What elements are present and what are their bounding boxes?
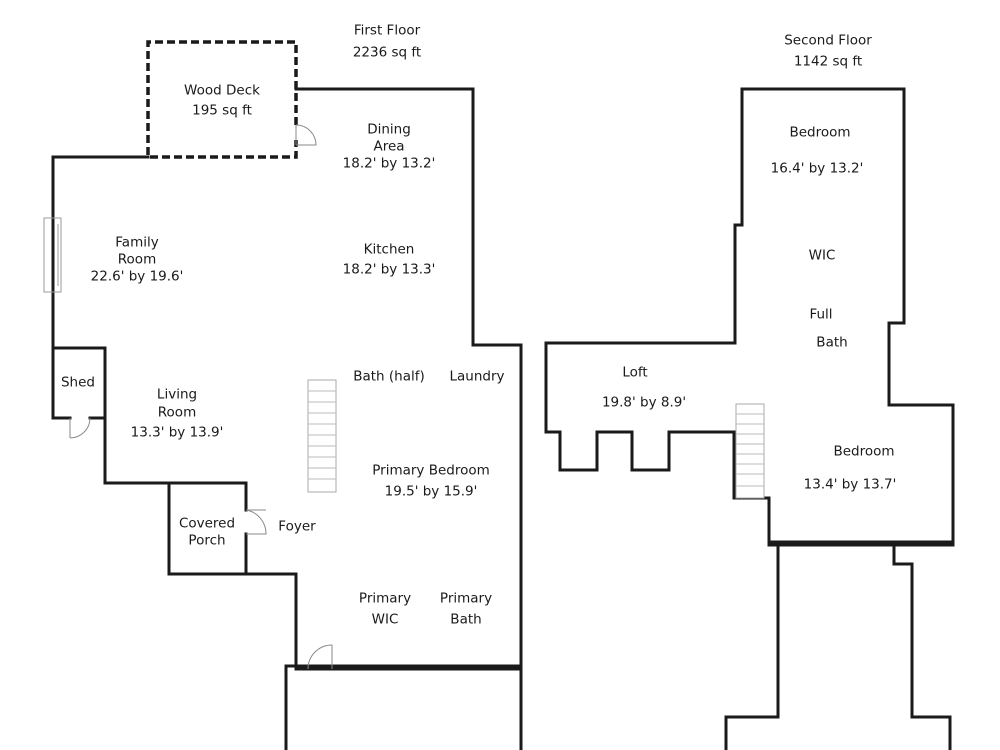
first-floor-outline — [244, 87, 523, 671]
primary-bath-label-line2: Bath — [450, 611, 482, 628]
primary-bath-label-line1: Primary — [439, 590, 493, 607]
covered-porch-wall — [167, 481, 248, 576]
living-room-south-wall — [103, 416, 248, 512]
family-room-label-line2: Room — [117, 251, 157, 268]
kitchen-label: Kitchen — [363, 241, 415, 258]
second-bedroom-dimensions: 13.4' by 13.7' — [803, 476, 897, 493]
wood-deck-label: Wood Deck — [184, 82, 260, 99]
kitchen-dimensions: 18.2' by 13.3' — [342, 261, 436, 278]
family-room-dimensions: 22.6' by 19.6' — [90, 268, 184, 285]
covered-porch-label-line2: Porch — [188, 532, 226, 549]
first-floor-title: First Floor — [353, 22, 421, 39]
loft-label: Loft — [622, 364, 648, 381]
door-swings — [69, 124, 333, 670]
second-floor-outline — [544, 87, 955, 544]
living-room-dimensions: 13.3' by 13.9' — [130, 424, 224, 441]
dining-area-label-line1: Dining — [367, 121, 411, 138]
full-bath-label-line2: Bath — [816, 334, 848, 351]
second-floor-lower-left — [724, 543, 780, 750]
second-floor-stairs — [735, 403, 765, 499]
second-floor-title: Second Floor — [784, 32, 872, 49]
first-floor-walls — [51, 87, 523, 750]
primary-wic-label-line1: Primary — [358, 590, 412, 607]
dining-area-dimensions: 18.2' by 13.2' — [342, 155, 436, 172]
primary-bedroom-dimensions: 19.5' by 15.9' — [384, 483, 478, 500]
shed-wall — [51, 346, 107, 420]
garage-outline — [284, 664, 523, 750]
living-room-label-line2: Room — [157, 404, 197, 421]
covered-porch-label-line1: Covered — [178, 515, 236, 532]
half-bath-label: Bath (half) — [353, 368, 425, 385]
full-bath-label-line1: Full — [809, 306, 833, 323]
primary-bedroom-label: Primary Bedroom — [372, 462, 490, 479]
loft-dimensions: 19.8' by 8.9' — [601, 394, 687, 411]
living-room-label-line1: Living — [156, 386, 198, 403]
first-floor-west-wall — [51, 155, 150, 420]
second-bedroom-label: Bedroom — [833, 443, 895, 460]
second-floor-area: 1142 sq ft — [793, 53, 863, 70]
family-room-label-line1: Family — [115, 234, 159, 251]
first-floor-stairs — [307, 379, 337, 493]
laundry-label: Laundry — [449, 368, 505, 385]
fireplace — [43, 217, 62, 293]
upstairs-bedroom-label: Bedroom — [789, 124, 851, 141]
foyer-label: Foyer — [278, 518, 316, 535]
wood-deck-outline — [146, 40, 298, 159]
shed-label: Shed — [60, 374, 96, 391]
first-floor-area: 2236 sq ft — [352, 44, 422, 61]
second-floor-lower-right — [892, 543, 952, 750]
wood-deck-area: 195 sq ft — [192, 102, 252, 119]
dining-area-label-line2: Area — [373, 138, 405, 155]
primary-wic-label-line2: WIC — [371, 611, 399, 628]
upstairs-bedroom-dimensions: 16.4' by 13.2' — [770, 160, 864, 177]
second-floor-walls — [544, 87, 955, 750]
upstairs-wic-label: WIC — [808, 247, 836, 264]
